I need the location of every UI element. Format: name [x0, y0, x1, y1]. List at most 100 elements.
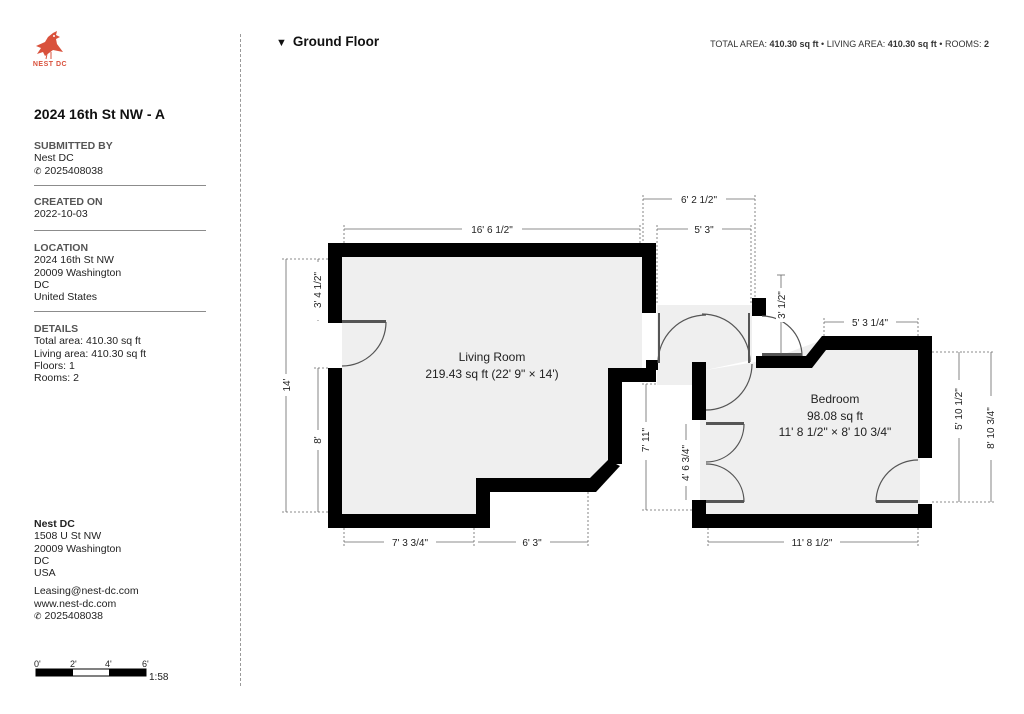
details-total-area: Total area: 410.30 sq ft [34, 335, 141, 348]
wall [608, 368, 656, 382]
bedroom-name: Bedroom [811, 392, 860, 406]
phone-icon: ✆ [34, 611, 42, 622]
total-area-label: TOTAL AREA: [710, 39, 767, 49]
contact-website[interactable]: www.nest-dc.com [34, 597, 117, 610]
dimension-label: 5' 3 1/4" [852, 318, 888, 329]
details-heading: DETAILS [34, 323, 79, 335]
scale-tick-label: 2' [70, 659, 77, 669]
total-area-value: 410.30 sq ft [769, 39, 819, 49]
section-divider [34, 230, 206, 231]
details-floors: Floors: 1 [34, 359, 75, 372]
scale-bar: 0' 2' 4' 6' 1:58 [34, 659, 169, 682]
dimension-label: 16' 6 1/2" [471, 225, 513, 236]
dimension-label: 7' 3 3/4" [392, 538, 428, 549]
wall [692, 362, 706, 420]
location-line: 2024 16th St NW [34, 254, 114, 267]
location-line: DC [34, 278, 50, 291]
living-room-floor [342, 257, 642, 514]
dimension-labels: 16' 6 1/2" 6' 2 1/2" 5' 3" 3' 1/2" 5' 3 … [280, 192, 997, 549]
door-swing-arc [657, 314, 707, 364]
submitter-phone-row: ✆2025408038 [34, 165, 206, 177]
submitted-by-heading: SUBMITTED BY [34, 140, 113, 152]
wall [328, 368, 342, 528]
dimension-label: 11' 8 1/2" [792, 538, 833, 549]
contact-address: USA [34, 567, 56, 580]
door-leaf [342, 320, 386, 323]
location-line: 20009 Washington [34, 266, 122, 279]
door-swing-arc [341, 321, 387, 367]
dimension-label: 5' 10 1/2" [954, 388, 965, 430]
door-leaf [748, 313, 750, 363]
stat-separator: • [821, 39, 825, 49]
dimension-label: 3' 1/2" [777, 291, 788, 319]
wall [590, 460, 620, 492]
living-room-name: Living Room [459, 350, 526, 364]
wall [328, 243, 342, 323]
scale-tick-label: 6' [142, 659, 149, 669]
wall [476, 478, 590, 492]
section-divider [34, 311, 206, 312]
wall [918, 336, 932, 458]
phone-icon: ✆ [34, 165, 42, 176]
dimension-label: 14' [282, 378, 293, 391]
dimension-label: 4' 6 3/4" [681, 445, 692, 481]
dimension-label: 8' [313, 436, 324, 444]
details-living-area: Living area: 410.30 sq ft [34, 347, 147, 360]
contact-phone: 2025408038 [44, 610, 103, 623]
door-leaf [706, 500, 744, 503]
wall [752, 298, 766, 316]
contact-phone-row: ✆2025408038 [34, 610, 224, 622]
dimension-label: 6' 3" [522, 538, 542, 549]
scale-tick-label: 4' [105, 659, 112, 669]
location-heading: LOCATION [34, 242, 89, 254]
door-swing-arc [705, 363, 753, 411]
location-section: LOCATION 2024 16th St NW 20009 Washingto… [34, 242, 206, 303]
wall [646, 360, 658, 370]
wall [328, 514, 490, 528]
wall [608, 368, 622, 464]
bedroom-area: 98.08 sq ft [807, 409, 864, 423]
door-leaf [762, 353, 802, 356]
contact-email[interactable]: Leasing@nest-dc.com [34, 585, 139, 598]
door-swing-arc [705, 423, 745, 463]
living-area-value: 410.30 sq ft [887, 39, 937, 49]
wall [692, 514, 932, 528]
rooms-value: 2 [983, 39, 989, 49]
created-on-section: CREATED ON 2022-10-03 [34, 196, 206, 221]
submitter-name: Nest DC [34, 152, 74, 165]
walls [328, 243, 932, 528]
floor-title[interactable]: ▼ Ground Floor [276, 34, 379, 49]
location-line: United States [34, 291, 98, 304]
scale-bar-segment [109, 669, 146, 676]
submitted-by-section: SUBMITTED BY Nest DC ✆2025408038 [34, 140, 206, 177]
brand-logo-text: NEST DC [32, 61, 68, 68]
scale-bar-segment [36, 669, 73, 676]
floor-name: Ground Floor [292, 34, 380, 49]
door-leaf [706, 422, 744, 425]
door-leaf [876, 500, 918, 503]
cardinal-bird-icon [30, 30, 70, 60]
doors [341, 313, 919, 503]
contact-address: 20009 Washington [34, 542, 122, 555]
collapse-triangle-icon[interactable]: ▼ [276, 37, 287, 49]
dimension-lines [282, 195, 995, 546]
rooms-label: ROOMS: [944, 39, 982, 49]
info-sidebar: NEST DC 2024 16th St NW - A SUBMITTED BY… [0, 0, 240, 714]
dimension-label: 6' 2 1/2" [681, 195, 717, 206]
created-on-date: 2022-10-03 [34, 208, 88, 221]
scale-ratio: 1:58 [149, 672, 169, 682]
dimension-label: 7' 11" [641, 427, 652, 452]
contact-name: Nest DC [34, 518, 75, 530]
details-section: DETAILS Total area: 410.30 sq ft Living … [34, 323, 206, 384]
stat-separator: • [939, 39, 943, 49]
scale-tick-label: 0' [34, 659, 41, 669]
property-title: 2024 16th St NW - A [34, 106, 165, 122]
contact-address: DC [34, 554, 50, 567]
room-labels: Living Room 219.43 sq ft (22' 9" × 14') … [425, 350, 891, 439]
door-swing-arc [761, 315, 803, 357]
dimension-label: 5' 3" [694, 225, 714, 236]
contact-address: 1508 U St NW [34, 530, 102, 543]
floor-stats: TOTAL AREA: 410.30 sq ft • LIVING AREA: … [710, 39, 989, 49]
living-area-label: LIVING AREA: [826, 39, 886, 49]
